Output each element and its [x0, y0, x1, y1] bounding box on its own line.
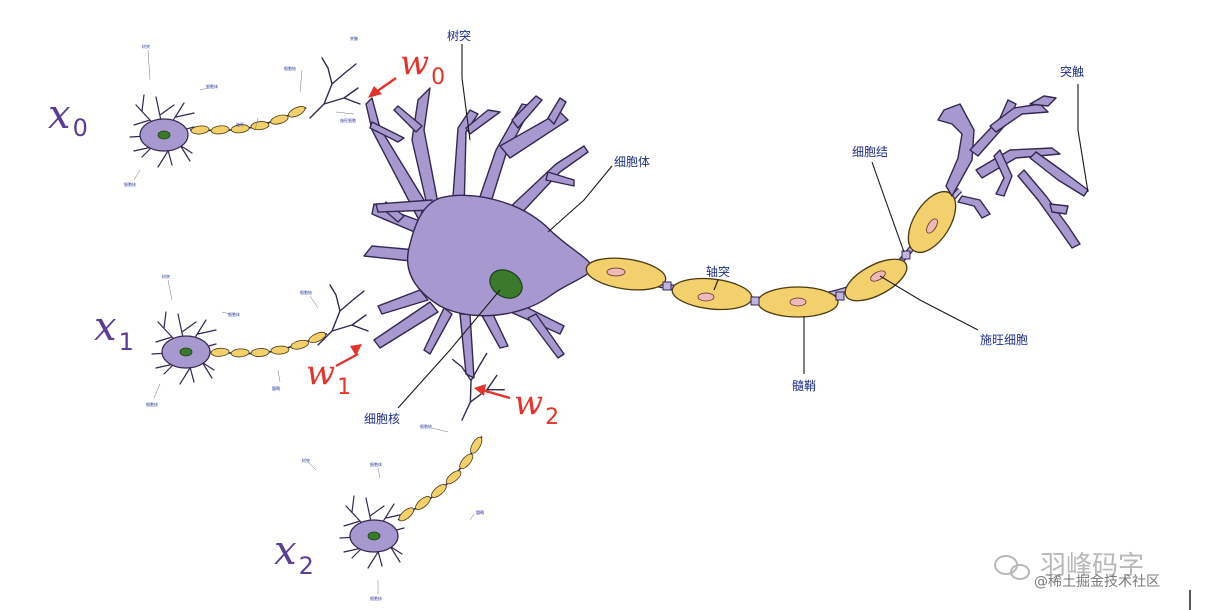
svg-text:细胞结: 细胞结 [284, 65, 296, 71]
svg-text:细胞结: 细胞结 [420, 423, 432, 429]
label-myelin-sheath: 髓鞘 [792, 379, 816, 393]
schwann-cell-nucleus [697, 292, 715, 302]
label-node-of-ranvier: 细胞结 [852, 145, 888, 159]
svg-text:细胞核: 细胞核 [370, 595, 382, 601]
schwann-cell-nucleus [926, 218, 938, 234]
main-axon [585, 187, 963, 318]
myelin-segment [585, 257, 667, 291]
watermark-site: @稀土掘金技术社区 [1034, 574, 1160, 590]
svg-text:细胞结: 细胞结 [300, 289, 312, 295]
cell-body [406, 194, 595, 317]
svg-text:施旺细胞: 施旺细胞 [340, 117, 356, 123]
input-x2: x2 [274, 528, 314, 580]
part-labels: 树突 细胞体 轴突 细胞结 突触 施旺细胞 髓鞘 细胞核 [364, 28, 1084, 426]
label-cell-body: 细胞体 [614, 155, 650, 169]
svg-text:细胞体: 细胞体 [206, 83, 218, 89]
schwann-cell-nucleus [870, 270, 886, 282]
axon-terminal [937, 95, 1089, 249]
svg-text:树突: 树突 [142, 43, 150, 49]
weight-w1: w1 [306, 353, 351, 400]
wechat-icon [994, 555, 1030, 580]
weight-arrows [335, 77, 511, 400]
watermark-brand: 羽峰码字 [1040, 551, 1144, 581]
weight-w0: w0 [400, 43, 445, 90]
label-schwann-cell: 施旺细胞 [980, 333, 1028, 347]
input-neuron-2: 树突 细胞体 细胞核 髓鞘 细胞结 [302, 345, 510, 601]
svg-text:细胞体: 细胞体 [370, 461, 382, 467]
svg-text:细胞核: 细胞核 [146, 401, 158, 407]
label-dendrite: 树突 [447, 28, 471, 43]
label-axon: 轴突 [706, 264, 730, 279]
leader-lines [397, 44, 1089, 409]
svg-text:细胞体: 细胞体 [228, 311, 240, 317]
input-neuron-1: 树突 细胞体 细胞核 髓鞘 细胞结 [146, 273, 369, 407]
schwann-cell-nucleus [789, 297, 807, 307]
input-x0: x0 [48, 92, 88, 142]
nucleus [489, 269, 523, 299]
weight-variables: w0 w1 w2 [306, 43, 559, 430]
watermark: 羽峰码字 @稀土掘金技术社区 [994, 551, 1160, 590]
svg-text:髓鞘: 髓鞘 [272, 385, 280, 391]
nodes-of-ranvier [662, 250, 911, 306]
weight-w2: w2 [514, 383, 559, 430]
input-neuron-0: 树突 细胞体 细胞核 施旺 细胞结 施旺细胞 突触 [124, 35, 361, 187]
label-nucleus: 细胞核 [364, 412, 400, 426]
input-x1: x1 [94, 304, 134, 356]
schwann-cell-nucleus [606, 267, 626, 277]
svg-text:髓鞘: 髓鞘 [476, 509, 484, 515]
svg-text:树突: 树突 [302, 457, 310, 463]
svg-text:突触: 突触 [350, 35, 358, 41]
main-neuron [363, 87, 595, 379]
svg-text:树突: 树突 [162, 273, 170, 279]
label-terminal: 突触 [1060, 64, 1084, 79]
svg-text:施旺: 施旺 [236, 121, 244, 127]
svg-text:细胞核: 细胞核 [124, 181, 136, 187]
main-dendrites [363, 87, 589, 379]
input-variables: x0 x1 x2 [48, 92, 314, 580]
